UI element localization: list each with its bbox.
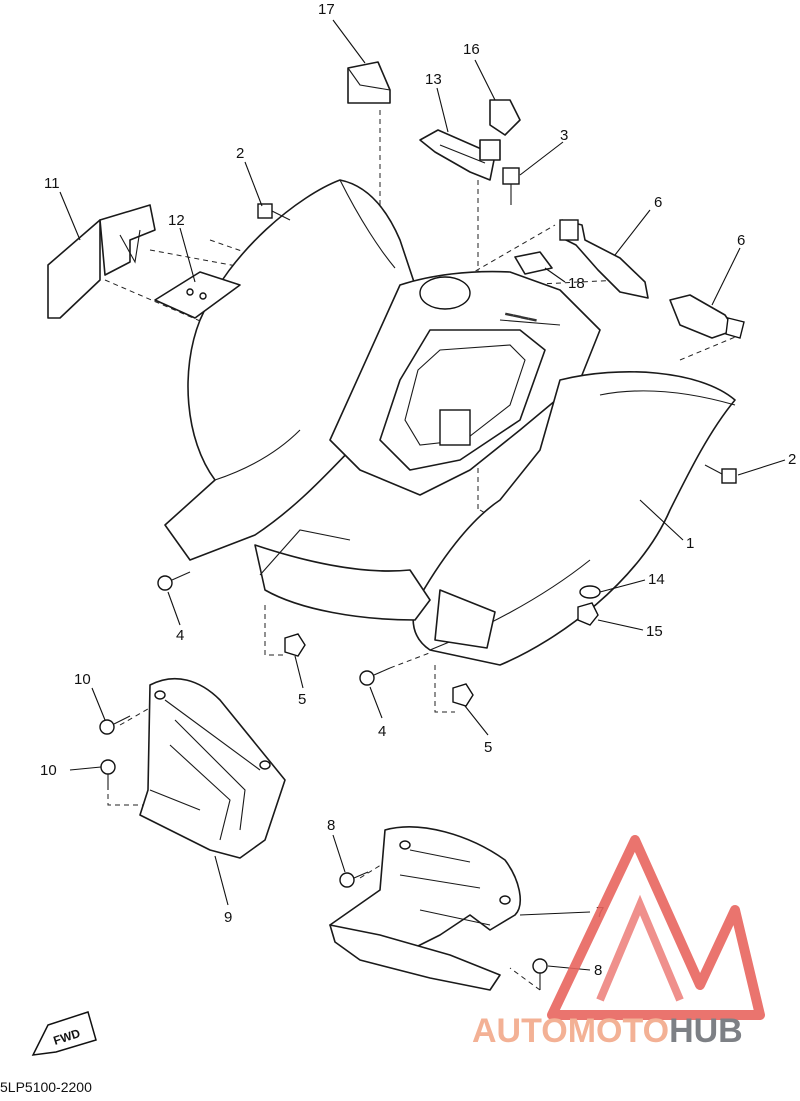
- callout-6-lower: 6: [737, 232, 745, 249]
- bolt-3: [502, 167, 520, 185]
- screw-4-right: [359, 670, 375, 686]
- watermark-text: AUTOMOTOHUB: [472, 1012, 743, 1050]
- callout-2-left: 2: [236, 145, 244, 162]
- callout-17: 17: [318, 1, 335, 18]
- callout-1: 1: [686, 535, 694, 552]
- screw-4-left: [157, 575, 173, 591]
- callout-labels: 17 16 13 3 2 11 12 6 6 18 2 1 14 15 4 5 …: [40, 1, 796, 979]
- watermark-logo: AUTOMOTOHUB: [472, 835, 765, 1050]
- washer-14: [579, 585, 601, 599]
- callout-5-left: 5: [298, 691, 306, 708]
- callout-3: 3: [560, 127, 568, 144]
- callout-9: 9: [224, 909, 232, 926]
- part-11-panel: [47, 204, 156, 319]
- part-9-guard: [139, 677, 286, 859]
- callout-8-lower: 8: [594, 962, 602, 979]
- callout-12: 12: [168, 212, 185, 229]
- callout-13: 13: [425, 71, 442, 88]
- callout-8-upper: 8: [327, 817, 335, 834]
- fwd-arrow: FWD: [31, 1011, 97, 1056]
- callout-14: 14: [648, 571, 665, 588]
- screw-10-upper: [99, 719, 115, 735]
- callout-10-lower: 10: [40, 762, 57, 779]
- part-12-pad: [154, 271, 241, 319]
- part-17-block: [347, 61, 391, 104]
- diagram-code: 5LP5100-2200: [0, 1079, 92, 1095]
- callout-4-right: 4: [378, 723, 386, 740]
- nut-5-right: [452, 683, 474, 707]
- watermark-triangle-icon: [547, 835, 765, 1020]
- part-16-connector: [479, 99, 521, 161]
- callout-18: 18: [568, 275, 585, 292]
- part-7-guard: [329, 826, 521, 991]
- nut-5-left: [284, 633, 306, 657]
- fastener-bolts: [99, 167, 737, 990]
- callout-5-right: 5: [484, 739, 492, 756]
- bolt-2-left: [257, 203, 273, 219]
- bolt-2-right: [721, 468, 737, 484]
- callout-16: 16: [463, 41, 480, 58]
- part-18-pad: [514, 251, 553, 275]
- screw-10-lower: [100, 759, 116, 775]
- part-13-bracket: [419, 129, 496, 181]
- callout-11: 11: [44, 175, 60, 192]
- callout-2-right: 2: [788, 451, 796, 468]
- callout-10-upper: 10: [74, 671, 91, 688]
- callout-4-left: 4: [176, 627, 184, 644]
- part-6-latch-b: [669, 294, 745, 339]
- screw-8-lower: [532, 958, 548, 974]
- callout-6-upper: 6: [654, 194, 662, 211]
- rear-fender: ▬▬▬▬: [164, 179, 736, 666]
- nut-15: [577, 602, 599, 626]
- callout-15: 15: [646, 623, 663, 640]
- screw-8-upper: [339, 872, 355, 888]
- part-6-latch-a: [559, 219, 649, 299]
- leader-lines: [59, 19, 786, 971]
